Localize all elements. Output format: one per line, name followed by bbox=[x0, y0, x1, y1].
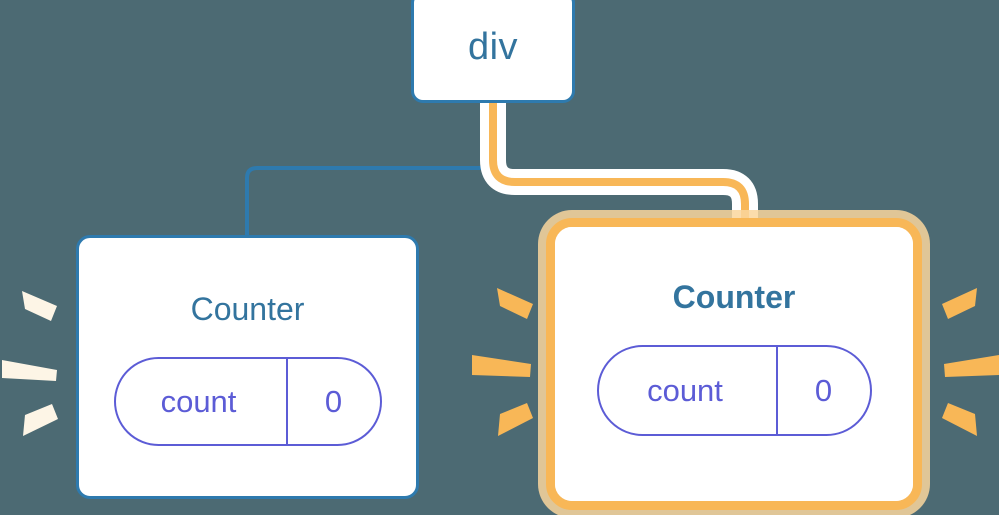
state-key-label: count bbox=[160, 384, 237, 419]
spark-group-counter-right-right bbox=[942, 288, 999, 436]
state-value-label: 0 bbox=[814, 373, 833, 408]
spark-icon bbox=[497, 288, 533, 319]
node-counter-right-title: Counter bbox=[672, 279, 796, 315]
spark-icon bbox=[2, 360, 57, 381]
node-counter-left[interactable]: Counter count 0 bbox=[76, 235, 419, 499]
node-div[interactable]: div bbox=[411, 0, 575, 103]
node-div-label: div bbox=[467, 26, 519, 68]
spark-icon bbox=[22, 291, 57, 321]
spark-icon bbox=[498, 403, 533, 436]
state-key-label: count bbox=[647, 373, 723, 408]
node-counter-right[interactable]: Counter count 0 bbox=[555, 227, 913, 501]
spark-icon bbox=[942, 288, 977, 319]
spark-group-counter-left bbox=[2, 291, 58, 436]
spark-group-counter-right-left bbox=[472, 288, 533, 436]
pill-divider bbox=[285, 359, 288, 444]
state-pill-counter-right[interactable]: count 0 bbox=[596, 345, 872, 436]
node-counter-left-title: Counter bbox=[190, 291, 305, 327]
pill-divider bbox=[775, 347, 778, 434]
state-pill-counter-left[interactable]: count 0 bbox=[113, 357, 382, 446]
node-counter-right-highlight[interactable]: Counter count 0 bbox=[546, 218, 922, 510]
edge-div-to-counter-right bbox=[489, 96, 749, 242]
state-value-label: 0 bbox=[324, 384, 343, 419]
spark-icon bbox=[942, 403, 977, 436]
spark-icon bbox=[472, 355, 531, 377]
spark-icon bbox=[944, 355, 999, 377]
spark-icon bbox=[23, 404, 58, 436]
